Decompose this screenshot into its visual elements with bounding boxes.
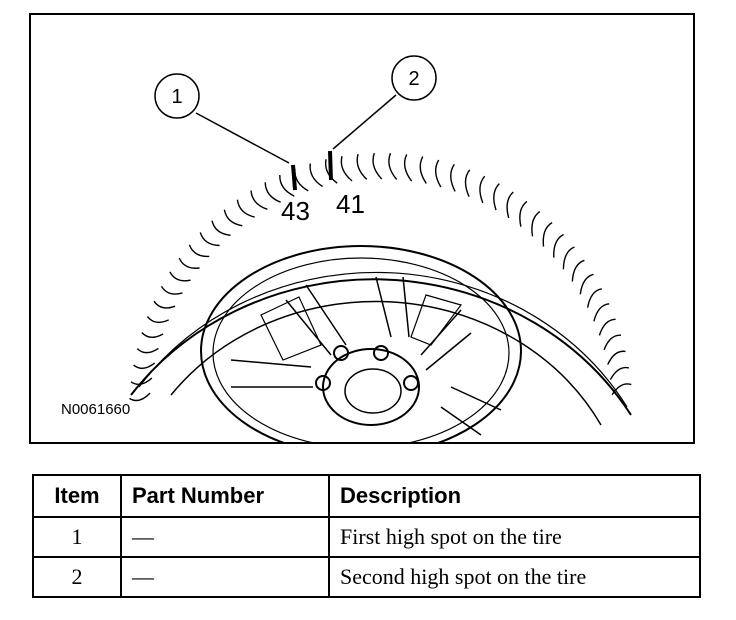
- tread-groove: [236, 199, 255, 218]
- tread-groove: [146, 316, 169, 324]
- tread-groove: [356, 153, 368, 180]
- tread-groove: [419, 156, 427, 184]
- tire-tread: [129, 152, 632, 402]
- tread-groove: [450, 163, 456, 192]
- tread-groove: [199, 232, 220, 247]
- callout-leader-2: [332, 94, 397, 150]
- tread-groove: [309, 163, 323, 188]
- tread-groove: [562, 246, 575, 270]
- tire-wheel-diagram: 1 2 43 41: [129, 55, 632, 444]
- tire-inner-edge: [170, 300, 602, 426]
- callout-number-2: 2: [408, 68, 419, 90]
- lug-nut: [315, 375, 331, 391]
- tread-groove: [593, 303, 610, 322]
- cell-description: First high spot on the tire: [328, 516, 701, 558]
- lug-nut: [403, 375, 419, 391]
- tread-groove: [372, 152, 383, 180]
- tread-groove: [223, 209, 243, 227]
- tire-outer-edge: [130, 278, 632, 416]
- tread-groove: [153, 300, 176, 309]
- tread-groove: [609, 366, 630, 380]
- wheel-spoke-panel: [410, 294, 463, 346]
- table-row: 2 — Second high spot on the tire: [32, 556, 701, 598]
- tread-groove: [611, 383, 632, 396]
- tread-groove: [607, 350, 626, 365]
- tread-groove: [531, 211, 541, 237]
- tread-groove: [603, 334, 622, 351]
- wheel-spoke: [440, 386, 502, 436]
- header-part-number: Part Number: [120, 474, 330, 518]
- cell-description: Second high spot on the tire: [328, 556, 701, 598]
- tread-groove: [264, 182, 281, 203]
- cell-part-number: —: [120, 516, 330, 558]
- tread-groove: [340, 156, 353, 182]
- tread-groove: [160, 285, 183, 295]
- wheel-center-cap: [344, 368, 402, 414]
- tread-groove: [479, 175, 486, 204]
- wheel-rim-inner: [212, 257, 510, 444]
- high-spot-mark-2: [328, 150, 333, 181]
- tread-groove: [493, 183, 500, 211]
- tread-groove: [178, 257, 200, 269]
- tread-groove: [324, 159, 338, 184]
- tread-groove: [403, 154, 413, 182]
- tread-groove: [136, 347, 159, 354]
- figure-id: N0061660: [61, 401, 131, 418]
- handwritten-mark-41: 41: [336, 189, 365, 219]
- tread-groove: [141, 332, 164, 338]
- tread-groove: [279, 174, 295, 197]
- tread-groove: [250, 190, 268, 210]
- wheel-hub: [322, 348, 420, 426]
- tread-groove: [586, 288, 602, 308]
- parts-table: Item Part Number Description 1 — First h…: [32, 474, 701, 598]
- figure-frame: 1 2 43 41 N0061660: [29, 13, 695, 444]
- tread-groove: [542, 221, 553, 247]
- table-header-row: Item Part Number Description: [32, 474, 701, 518]
- lug-nut: [373, 345, 389, 361]
- tread-groove: [133, 362, 156, 369]
- high-spot-mark-1: [291, 164, 297, 191]
- tread-groove: [553, 233, 564, 258]
- header-item: Item: [32, 474, 122, 518]
- callout-number-1: 1: [171, 86, 182, 108]
- wheel-spoke: [230, 359, 313, 388]
- handwritten-mark-43: 43: [281, 196, 310, 226]
- tire-outer-edge-2: [138, 271, 628, 408]
- tread-groove: [435, 159, 442, 188]
- lug-nut: [333, 345, 349, 361]
- cell-item: 1: [32, 516, 122, 558]
- cell-part-number: —: [120, 556, 330, 598]
- wheel-spoke: [420, 309, 472, 371]
- tread-groove: [129, 392, 151, 402]
- callout-circle-1: [154, 73, 200, 119]
- header-description: Description: [328, 474, 701, 518]
- tread-groove: [579, 273, 594, 295]
- wheel-spoke: [285, 284, 347, 356]
- callout-leader-1: [195, 112, 290, 164]
- table-row: 1 — First high spot on the tire: [32, 516, 701, 558]
- tread-groove: [169, 271, 191, 282]
- cell-item: 2: [32, 556, 122, 598]
- tread-groove: [464, 169, 471, 197]
- tread-groove: [211, 220, 231, 236]
- tread-groove: [294, 168, 309, 192]
- tread-groove: [388, 152, 398, 180]
- wheel-spoke: [375, 276, 410, 338]
- tread-groove: [571, 259, 585, 282]
- wheel-spoke-panel: [260, 296, 322, 361]
- callout-circle-2: [391, 55, 437, 101]
- tread-groove: [506, 191, 514, 219]
- tread-groove: [188, 244, 210, 258]
- tread-groove: [598, 318, 616, 336]
- tread-groove: [130, 377, 153, 386]
- tread-groove: [519, 200, 528, 227]
- wheel-rim-outer: [200, 245, 522, 444]
